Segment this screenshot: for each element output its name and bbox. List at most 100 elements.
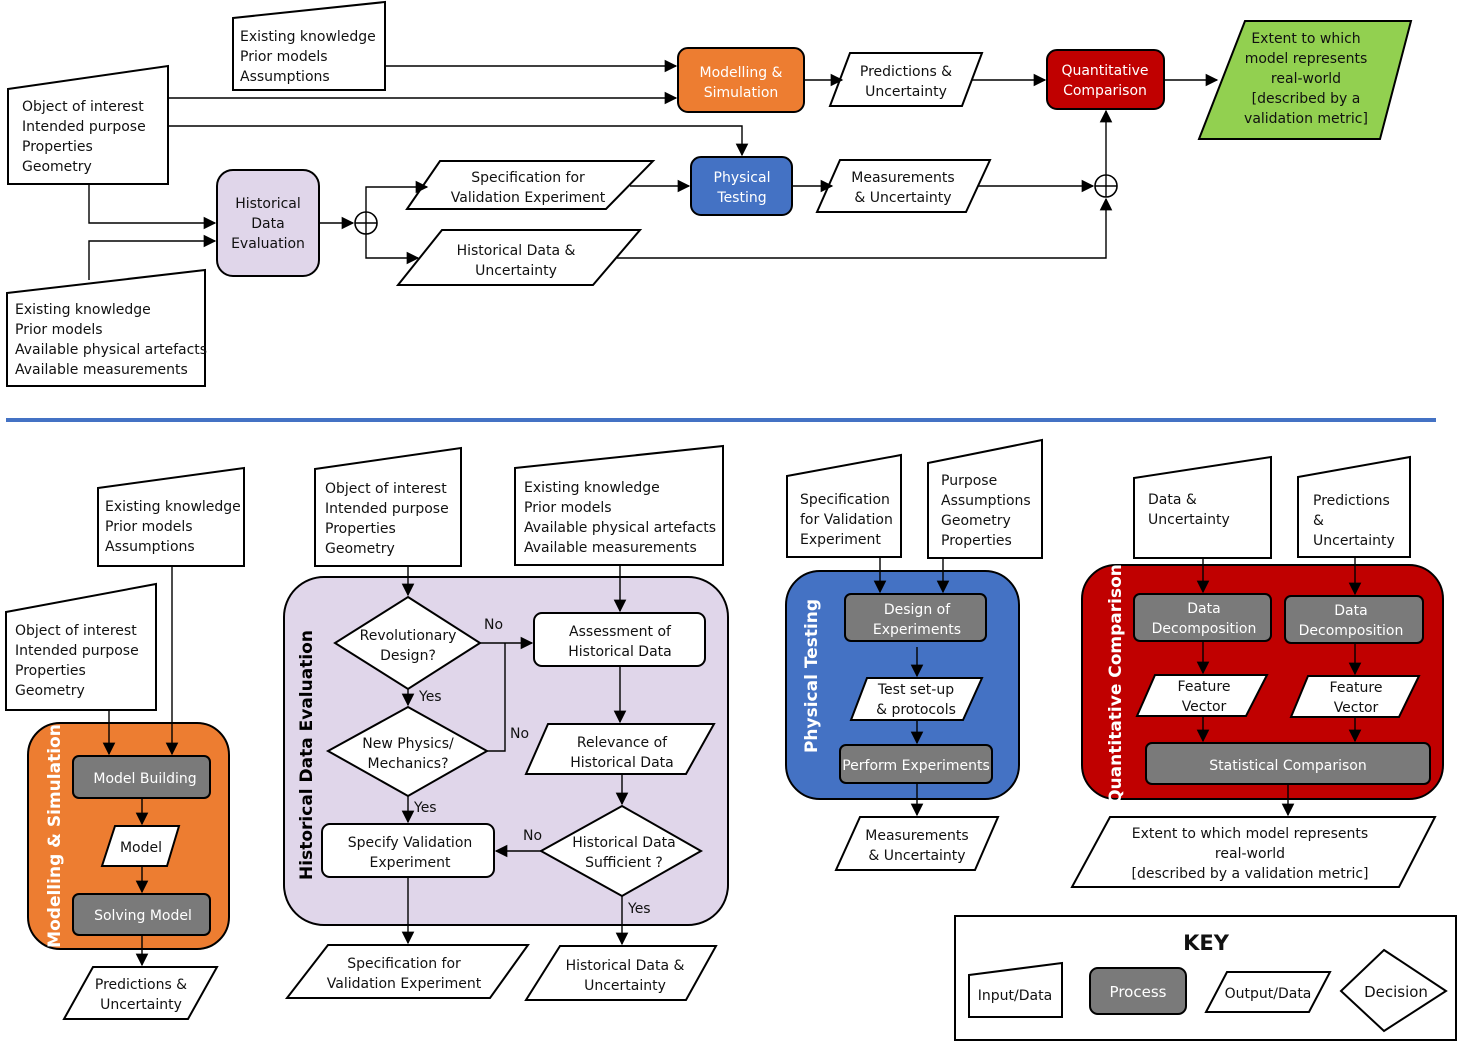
text-line: Uncertainty bbox=[475, 263, 557, 279]
key-process-shape-icon bbox=[1089, 967, 1187, 1015]
text-line: Model bbox=[120, 840, 162, 856]
panel-physical-testing: Specification for Validation Experiment … bbox=[785, 438, 1043, 871]
text-line: [described by a validation metric] bbox=[1131, 866, 1368, 882]
text-line: Geometry bbox=[325, 541, 395, 557]
text-line: Sufficient ? bbox=[585, 855, 663, 871]
ms-panel-title: Modelling & Simulation bbox=[45, 724, 65, 948]
sum-junction-icon bbox=[354, 211, 378, 235]
top-overview: Existing knowledge Prior models Assumpti… bbox=[6, 0, 1413, 387]
text-line: Available measurements bbox=[524, 540, 697, 556]
text-line: Properties bbox=[325, 521, 396, 537]
top-output-historical bbox=[395, 229, 643, 286]
ms-model bbox=[100, 825, 181, 867]
text-line: & Uncertainty bbox=[854, 190, 951, 206]
text-line: Historical Data bbox=[572, 835, 675, 851]
pt-output-measurements bbox=[834, 816, 1000, 871]
label-no: No bbox=[523, 828, 542, 844]
text-line: Design? bbox=[380, 648, 436, 664]
key-decision-shape-icon bbox=[1339, 948, 1448, 1033]
panel-quantitative-comparison: Data & Uncertainty Predictions & Uncerta… bbox=[1070, 455, 1444, 888]
text-line: Object of interest bbox=[15, 623, 137, 639]
text-line: Test set-up bbox=[877, 682, 954, 698]
pt-input-specification bbox=[786, 453, 902, 558]
text-line: Design of bbox=[884, 602, 951, 618]
text-line: Quantitative bbox=[1061, 63, 1148, 79]
hde-output-historical bbox=[524, 945, 718, 1001]
text-line: Predictions & bbox=[860, 64, 952, 80]
text-line: Experiment bbox=[800, 532, 881, 548]
text-line: Intended purpose bbox=[15, 643, 139, 659]
top-input-historical bbox=[6, 268, 206, 387]
text-line: Uncertainty bbox=[100, 997, 182, 1013]
panel-historical-data-evaluation: Object of interest Intended purpose Prop… bbox=[283, 444, 729, 1001]
key-process-label: Process bbox=[1110, 983, 1167, 1001]
text-line: Mechanics? bbox=[367, 756, 448, 772]
text-line: Uncertainty bbox=[1313, 533, 1395, 549]
text-line: Historical Data & bbox=[566, 958, 685, 974]
text-line: Purpose bbox=[941, 473, 997, 489]
pt-test-setup bbox=[849, 677, 984, 721]
qc-input-predictions bbox=[1297, 455, 1411, 558]
text-line: Uncertainty bbox=[865, 84, 947, 100]
text-line: Solving Model bbox=[94, 908, 192, 924]
text-line: Validation Experiment bbox=[451, 190, 606, 206]
key-input-label: Input/Data bbox=[978, 988, 1052, 1004]
text-line: Decomposition bbox=[1299, 623, 1404, 639]
text-line: Predictions bbox=[1313, 493, 1390, 509]
text-line: Uncertainty bbox=[584, 978, 666, 994]
text-line: validation metric] bbox=[1244, 111, 1368, 127]
text-line: Vector bbox=[1182, 699, 1227, 715]
text-line: Historical bbox=[235, 196, 301, 212]
text-line: for Validation bbox=[800, 512, 893, 528]
text-line: Extent to which bbox=[1251, 31, 1360, 47]
ms-input-object bbox=[5, 582, 157, 711]
text-line: Predictions & bbox=[95, 977, 187, 993]
text-line: Prior models bbox=[240, 49, 328, 65]
text-line: Experiments bbox=[873, 622, 961, 638]
text-line: Existing knowledge bbox=[240, 29, 376, 45]
text-line: Assumptions bbox=[105, 539, 195, 555]
qc-feature-vector-right bbox=[1289, 675, 1421, 718]
text-line: Data bbox=[1334, 603, 1367, 619]
pt-input-purpose bbox=[927, 438, 1043, 559]
hde-input-object bbox=[314, 446, 462, 567]
panel-modelling-simulation: Existing knowledge Prior models Assumpti… bbox=[5, 466, 245, 1020]
sum-junction-icon bbox=[1094, 174, 1118, 198]
text-line: Object of interest bbox=[22, 99, 144, 115]
key-output-shape-icon bbox=[1204, 971, 1332, 1013]
text-line: Specification bbox=[800, 492, 890, 508]
top-input-knowledge-text: Existing knowledge Prior models Assumpti… bbox=[240, 29, 376, 85]
key-title: KEY bbox=[1183, 931, 1230, 955]
text-line: Simulation bbox=[704, 85, 779, 101]
qc-panel-title: Quantitative Comparison bbox=[1106, 564, 1126, 804]
label-yes: Yes bbox=[627, 901, 651, 917]
label-yes: Yes bbox=[413, 800, 437, 816]
top-connectors bbox=[88, 59, 1219, 280]
text-line: Model Building bbox=[93, 771, 196, 787]
text-line: Revolutionary bbox=[360, 628, 457, 644]
text-line: Geometry bbox=[941, 513, 1011, 529]
text-line: [described by a bbox=[1252, 91, 1361, 107]
text-line: Available physical artefacts bbox=[524, 520, 716, 536]
top-input-historical-text: Existing knowledge Prior models Availabl… bbox=[15, 302, 207, 378]
top-quantitative-comparison bbox=[1046, 49, 1165, 110]
text-line: Properties bbox=[22, 139, 93, 155]
text-line: Prior models bbox=[524, 500, 612, 516]
ms-output-predictions bbox=[62, 966, 219, 1020]
text-line: Perform Experiments bbox=[842, 758, 990, 774]
text-line: Measurements bbox=[851, 170, 954, 186]
text-line: Validation Experiment bbox=[327, 976, 482, 992]
text-line: Assessment of bbox=[569, 624, 672, 640]
text-line: Statistical Comparison bbox=[1209, 758, 1366, 774]
label-no: No bbox=[510, 726, 529, 742]
text-line: Data bbox=[251, 216, 284, 232]
text-line: Data bbox=[1187, 601, 1220, 617]
text-line: real-world bbox=[1271, 71, 1341, 87]
legend-key: KEY Input/Data Process Output/Data Decis… bbox=[954, 915, 1457, 1041]
text-line: Evaluation bbox=[231, 236, 305, 252]
text-line: Modelling & bbox=[700, 65, 783, 81]
text-line: Assumptions bbox=[240, 69, 330, 85]
text-line: Physical bbox=[714, 170, 771, 186]
text-line: Historical Data bbox=[570, 755, 673, 771]
